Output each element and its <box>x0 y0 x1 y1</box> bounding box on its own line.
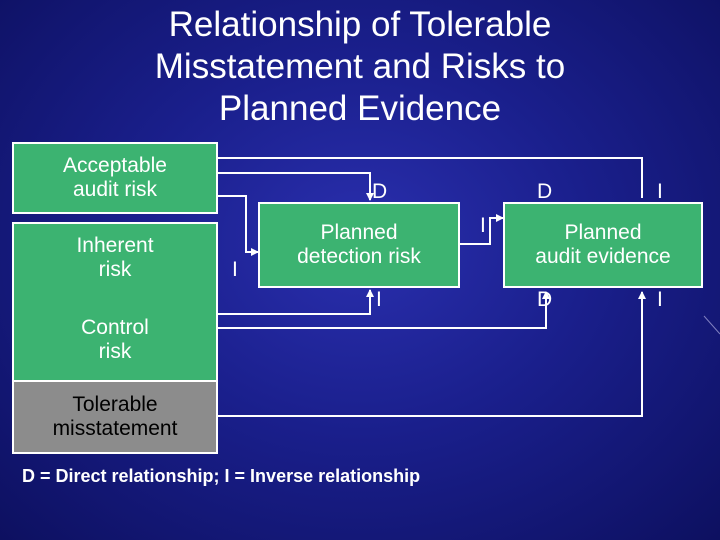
line-inherent-to-detection <box>218 195 259 256</box>
relation-acceptable-to-detection: D <box>372 180 388 203</box>
node-inherent-risk: Inherent risk <box>12 222 218 382</box>
relation-control-to-detection: I <box>376 288 382 311</box>
relation-acceptable-to-evidence: D <box>537 180 553 203</box>
node-label: Inherent risk <box>76 234 154 281</box>
line-detection-to-evidence <box>460 214 504 245</box>
line-control-to-evidence <box>218 291 550 329</box>
line-acceptable-to-evidence <box>218 157 643 198</box>
node-label: Tolerable misstatement <box>52 393 178 440</box>
node-control-risk: Control risk <box>12 298 218 382</box>
line-tolerable-to-evidence <box>218 291 646 417</box>
title-line-1: Relationship of Tolerable <box>168 5 552 44</box>
page-title: Relationship of Tolerable Misstatement a… <box>0 4 720 130</box>
node-label: Acceptable audit risk <box>63 154 167 201</box>
node-acceptable-audit-risk: Acceptable audit risk <box>12 142 218 214</box>
node-label: Control risk <box>81 316 149 363</box>
relation-tolerable-to-evidence: I <box>657 288 663 311</box>
node-label: Planned audit evidence <box>535 221 671 268</box>
line-control-to-detection <box>218 289 374 315</box>
relation-detection-to-evidence: I <box>480 214 486 237</box>
relation-inherent-to-evidence: I <box>657 180 663 203</box>
title-line-2: Misstatement and Risks to <box>154 47 566 86</box>
node-tolerable-misstatement: Tolerable misstatement <box>12 380 218 454</box>
node-planned-audit-evidence: Planned audit evidence <box>503 202 703 288</box>
line-acceptable-to-detection <box>218 172 374 201</box>
node-planned-detection-risk: Planned detection risk <box>258 202 460 288</box>
title-line-3: Planned Evidence <box>218 89 502 128</box>
legend: D = Direct relationship; I = Inverse rel… <box>22 466 421 486</box>
decorative-stroke <box>703 315 720 335</box>
relation-control-to-evidence: D <box>537 288 553 311</box>
node-label: Planned detection risk <box>297 221 421 268</box>
relation-inherent-to-detection: I <box>232 258 238 281</box>
